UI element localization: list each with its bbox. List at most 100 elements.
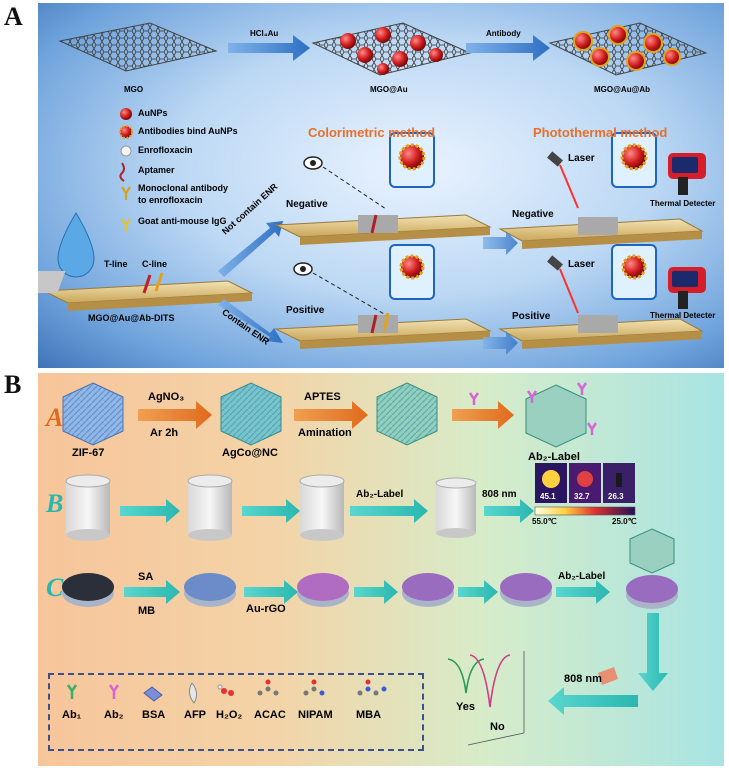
aptes-label: APTES: [304, 391, 341, 403]
scale-high-label: 55.0℃: [532, 517, 557, 526]
well-empty: [65, 474, 111, 541]
afp-legend-icon: [188, 682, 198, 704]
agco-nc-label: AgCo@NC: [222, 447, 278, 459]
strip-label: MGO@Au@Ab-DITS: [88, 313, 175, 323]
row-a-letter: A: [46, 403, 64, 432]
electrode-bare: [62, 573, 114, 607]
mgo-sheet: [58, 22, 218, 72]
legend-aptamer: Aptamer: [138, 165, 175, 175]
strip-negative-photothermal: [498, 217, 704, 249]
legend-antibodies-aunps: Antibodies bind AuNPs: [138, 126, 238, 136]
panel-a-letter: A: [4, 2, 23, 31]
electrode-afp: [500, 573, 552, 607]
amination-label: Amination: [298, 427, 352, 439]
electrode-ab1: [402, 573, 454, 607]
legend-goat-igg: Goat anti-mouse IgG: [138, 216, 227, 226]
enrofloxacin-icon: [120, 145, 132, 157]
scale-low-label: 25.0℃: [612, 517, 637, 526]
panel-b-graphics: [62, 382, 678, 746]
strip-positive-colorimetric: [274, 312, 492, 349]
mb-label: MB: [138, 605, 156, 617]
row-b-letter: B: [46, 489, 64, 518]
arrow-agno3: [138, 401, 212, 429]
well-afp: [299, 474, 345, 541]
well-ab1: [187, 474, 233, 541]
aptamer-icon: [119, 162, 125, 182]
eye-dash-negative: [322, 166, 387, 210]
negative-photothermal-label: Negative: [512, 209, 554, 220]
zoom-box-colorimetric-negative: [389, 132, 435, 188]
panel-b: A B C ZIF-67 AgNO₃ Ar 2h AgCo@NC APTES A…: [38, 373, 724, 766]
zoom-box-photothermal-positive: [611, 244, 657, 300]
laser-icon: [547, 255, 579, 314]
mgo-au-ab-sheet: [548, 22, 708, 76]
legend-monoclonal-2: to enrofloxacin: [138, 195, 203, 205]
arrow-row-c-afp: [458, 580, 498, 604]
thermal-detector-icon: [668, 267, 706, 309]
h2o2-legend-icon: [217, 684, 234, 696]
nipam-legend-icon: [303, 679, 325, 696]
arrow-sa-mb: [124, 580, 180, 604]
laser-icon: [598, 667, 618, 685]
laser-label-1: Laser: [568, 153, 595, 164]
agno3-label: AgNO₃: [148, 391, 185, 403]
row-c-letter: C: [46, 573, 64, 602]
colorimetric-title: Colorimetric method: [308, 125, 436, 140]
photothermal-title: Photothermal method: [533, 125, 668, 140]
ab2-legend-icon: [108, 684, 120, 699]
arrow-to-mgo-au-ab: [466, 35, 550, 61]
nm808-bottom: 808 nm: [564, 673, 602, 685]
positive-colorimetric-label: Positive: [286, 305, 325, 316]
legend-acac: ACAC: [254, 709, 286, 721]
positive-photothermal-label: Positive: [512, 311, 551, 322]
detector-label-2: Thermal Detecter: [650, 311, 716, 320]
arrow-row-c-ab2: [556, 580, 610, 604]
goat-igg-icon: [121, 218, 131, 232]
t-line-label: T-line: [104, 259, 128, 269]
ab2-label-row-b: Ab₂-Label: [356, 489, 404, 500]
legend-enrofloxacin: Enrofloxacin: [138, 145, 193, 155]
au-rgo-label: Au-rGO: [246, 603, 286, 615]
laser-label-2: Laser: [568, 259, 595, 270]
antibody-aunp-icon: [119, 125, 133, 139]
arrow-row-c-ab1: [354, 580, 398, 604]
yes-label: Yes: [456, 701, 475, 713]
dpv-plot: [447, 651, 525, 746]
sa-label: SA: [138, 571, 154, 583]
arrow-positive: [483, 331, 518, 355]
mgo-au-label: MGO@Au: [370, 85, 408, 94]
arrow-contain: [218, 299, 283, 343]
legend-nipam: NIPAM: [298, 709, 333, 721]
zif67-crystal: [62, 382, 124, 446]
ab2-label-crystal-label: Ab₂-Label: [528, 451, 580, 463]
sample-droplet-icon: [57, 212, 95, 278]
arrow-aptes: [294, 401, 368, 429]
ab2-icon: [468, 392, 480, 405]
arrow-negative: [483, 231, 518, 255]
zoom-box-photothermal-negative: [611, 132, 657, 188]
legend-aunps: AuNPs: [138, 108, 168, 118]
legend-box: [48, 673, 424, 751]
mgo-label: MGO: [124, 85, 144, 94]
strip-negative-colorimetric: [274, 214, 492, 245]
agco-nc-crystal: [220, 382, 282, 446]
arrow-not-contain: [218, 221, 283, 277]
ab2-label-row-c: Ab₂-Label: [558, 571, 606, 582]
hcl4au-label: HCl₄Au: [250, 29, 279, 38]
electrode-aurgo: [297, 573, 349, 607]
eye-icon: [293, 262, 313, 276]
legend-ab1: Ab₁: [62, 709, 82, 721]
legend-h2o2: H₂O₂: [216, 709, 243, 721]
panel-a-graphics: [38, 22, 708, 355]
arrow-row-b-3: [350, 499, 428, 523]
arrow-aurgo: [244, 580, 298, 604]
arrow-down: [638, 613, 668, 691]
electrode-final: [626, 528, 678, 609]
panel-b-letter: B: [4, 370, 22, 399]
legend-bsa: BSA: [142, 709, 166, 721]
aunp-icon: [120, 108, 132, 120]
temp-1: 45.1: [540, 492, 556, 501]
zoom-box-colorimetric-positive: [389, 244, 435, 300]
ab1-legend-icon: [66, 684, 78, 699]
arrow-label: [452, 401, 514, 429]
